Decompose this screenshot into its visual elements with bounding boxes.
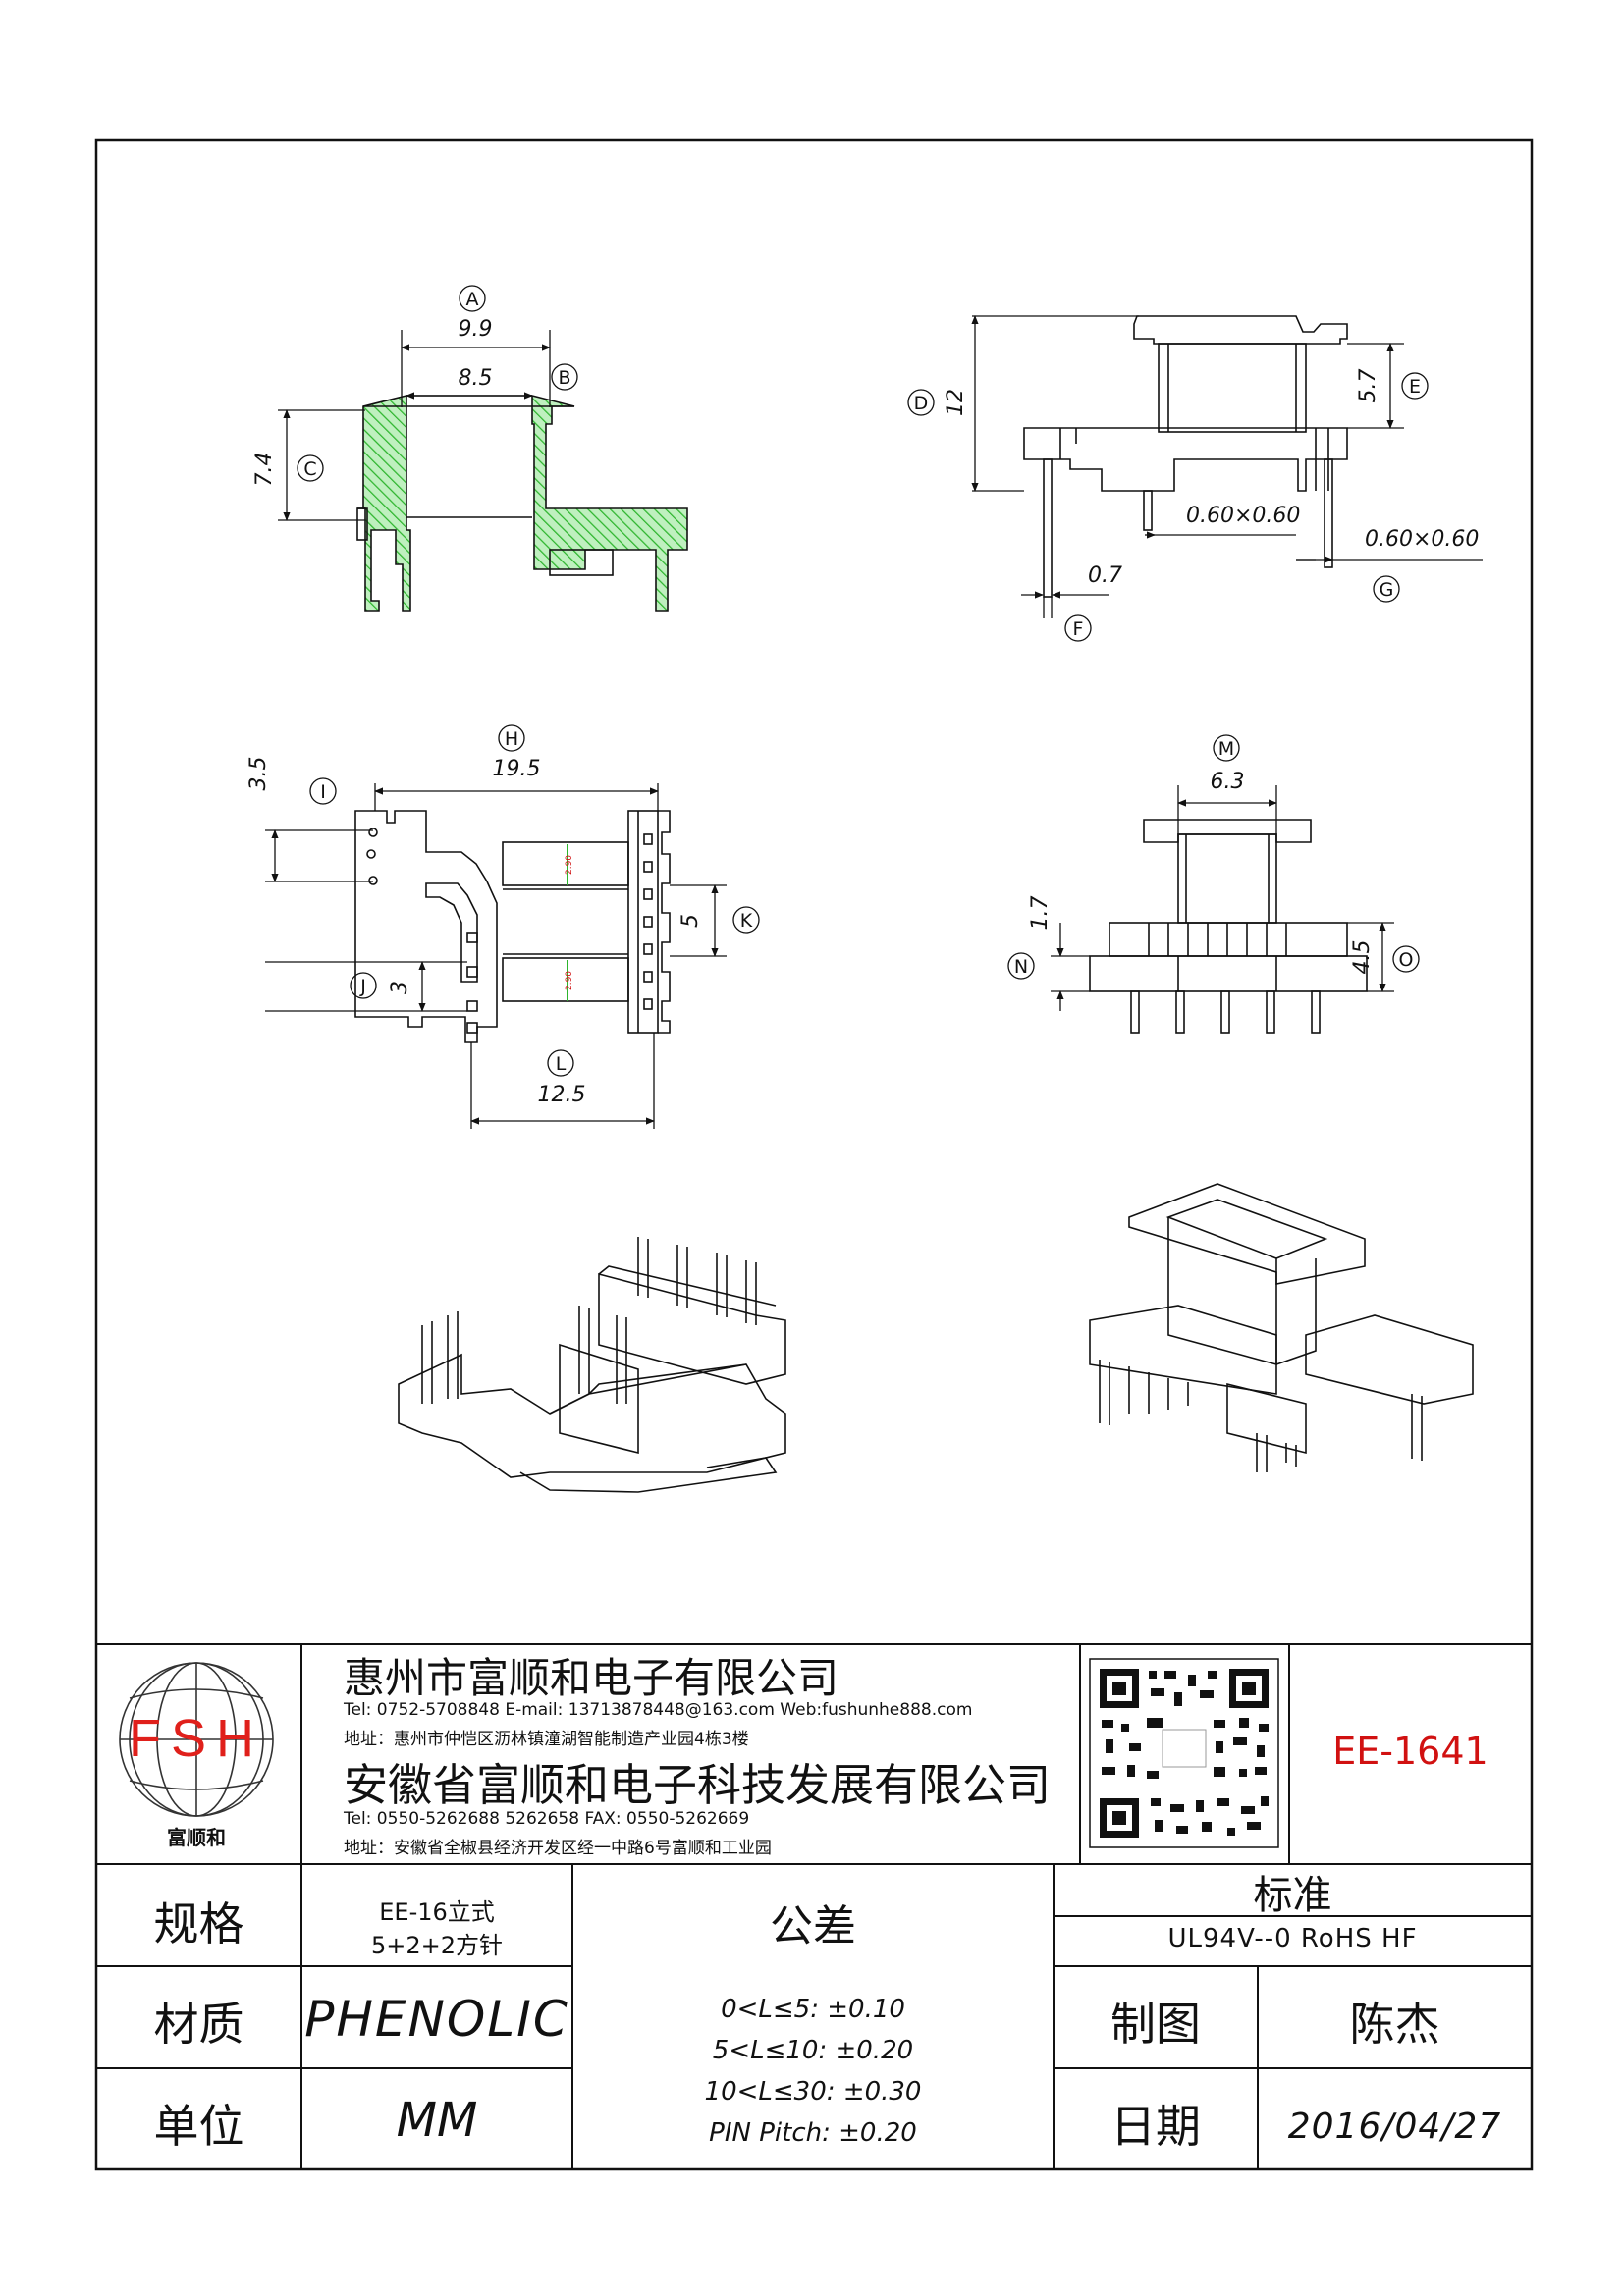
title-block-grid <box>96 1643 1532 2169</box>
drawn-value: 陈杰 <box>1349 1998 1440 2051</box>
callout-i: I <box>320 781 326 803</box>
dim-c: 7.4 <box>252 453 277 487</box>
section-left-wall <box>362 394 411 612</box>
end-view <box>1089 819 1368 1034</box>
dim-e: 5.7 <box>1356 369 1380 403</box>
sheet-border <box>94 138 1534 2171</box>
logo-caption: 富顺和 <box>167 1826 226 1849</box>
dim-b: 8.5 <box>459 366 493 391</box>
fsh-logo <box>119 1662 274 1817</box>
qr-code <box>1089 1658 1279 1848</box>
end-dimensions <box>1007 734 1420 1011</box>
tolerance-1: 0<L≤5: ±0.10 <box>721 1995 905 2024</box>
dim-l: 12.5 <box>538 1083 586 1107</box>
tolerance-2: 5<L≤10: ±0.20 <box>712 2036 914 2065</box>
callout-f: F <box>1073 618 1084 640</box>
dim-m: 6.3 <box>1211 770 1245 794</box>
callout-l: L <box>556 1053 567 1075</box>
callout-g: G <box>1380 579 1394 601</box>
standard-value: UL94V--0 RoHS HF <box>1167 1924 1418 1953</box>
callout-c: C <box>303 458 316 480</box>
company1-name: 惠州市富顺和电子有限公司 <box>344 1654 839 1702</box>
tolerance-4: PIN Pitch: ±0.20 <box>709 2118 917 2148</box>
callout-d: D <box>914 393 929 414</box>
callout-k: K <box>740 910 753 932</box>
material-value: PHENOLIC <box>304 1991 569 2048</box>
company2-address: 地址：安徽省全椒县经济开发区经一中路6号富顺和工业园 <box>344 1839 772 1858</box>
company1-address: 地址：惠州市仲恺区沥林镇潼湖智能制造产业园4栋3楼 <box>344 1730 749 1749</box>
isometric-view-top <box>1089 1183 1474 1472</box>
dim-f: 0.7 <box>1088 563 1122 588</box>
unit-label: 单位 <box>153 2100 244 2153</box>
tolerance-label: 公差 <box>770 1901 856 1951</box>
dim-d: 12 <box>944 389 968 416</box>
spec-value-2: 5+2+2方针 <box>370 1932 504 1959</box>
tolerance-3: 10<L≤30: ±0.30 <box>704 2077 922 2107</box>
side-view <box>1023 315 1348 598</box>
dim-i: 3.5 <box>246 757 271 791</box>
isometric-view-bottom <box>398 1237 786 1493</box>
callout-h: H <box>505 728 518 750</box>
section-right-body <box>531 394 688 612</box>
end-dim-text: M N O 6.3 1.7 4.5 <box>1014 738 1414 978</box>
company2-contact: Tel: 0550-5262688 5262658 FAX: 0550-5262… <box>344 1809 750 1829</box>
callout-a: A <box>466 289 479 310</box>
part-number: EE-1641 <box>1332 1730 1488 1773</box>
standard-label: 标准 <box>1253 1873 1332 1918</box>
company2-name: 安徽省富顺和电子科技发展有限公司 <box>344 1759 1052 1811</box>
drawn-label: 制图 <box>1110 1998 1201 2051</box>
company1-contact: Tel: 0752-5708848 E-mail: 13713878448@16… <box>344 1700 973 1720</box>
dim-slot1: 2.90 <box>565 855 574 875</box>
front-section-view <box>356 394 688 612</box>
dim-j: 3 <box>388 981 412 994</box>
front-dim-text: A B C 9.9 8.5 7.4 <box>252 289 571 487</box>
front-dimensions <box>278 285 578 521</box>
callout-j: J <box>359 976 366 997</box>
side-dim-text: D E F G 12 5.7 0.60×0.60 0.60×0.60 0.7 <box>914 369 1480 641</box>
dim-k: 5 <box>678 914 703 928</box>
date-value: 2016/04/27 <box>1287 2107 1502 2147</box>
bottom-dim-text: I H J K L 19.5 3.5 3 5 12.5 2.90 2.90 <box>246 728 753 1107</box>
callout-m: M <box>1218 738 1234 760</box>
dim-g: 0.60×0.60 <box>1365 527 1479 552</box>
spec-value-1: EE-16立式 <box>379 1898 495 1926</box>
tolerance-list: 0<L≤5: ±0.10 5<L≤10: ±0.20 10<L≤30: ±0.3… <box>572 1989 1054 2154</box>
callout-e: E <box>1409 376 1421 398</box>
dim-n: 1.7 <box>1028 896 1053 931</box>
bottom-view <box>354 810 671 1043</box>
date-label: 日期 <box>1110 2100 1201 2153</box>
bottom-dimensions <box>265 724 760 1129</box>
logo-letters: FSH <box>129 1709 264 1768</box>
callout-o: O <box>1399 949 1414 971</box>
callout-n: N <box>1014 956 1028 978</box>
unit-value: MM <box>396 2093 478 2148</box>
material-label: 材质 <box>153 1998 244 2051</box>
side-dimensions <box>907 315 1483 642</box>
dim-a: 9.9 <box>459 317 493 342</box>
dim-pin-front: 0.60×0.60 <box>1186 504 1300 528</box>
dim-h: 19.5 <box>493 757 541 781</box>
dim-o: 4.5 <box>1350 940 1375 975</box>
dim-slot2: 2.90 <box>565 971 574 990</box>
callout-b: B <box>558 367 570 389</box>
spec-label: 规格 <box>153 1897 244 1950</box>
